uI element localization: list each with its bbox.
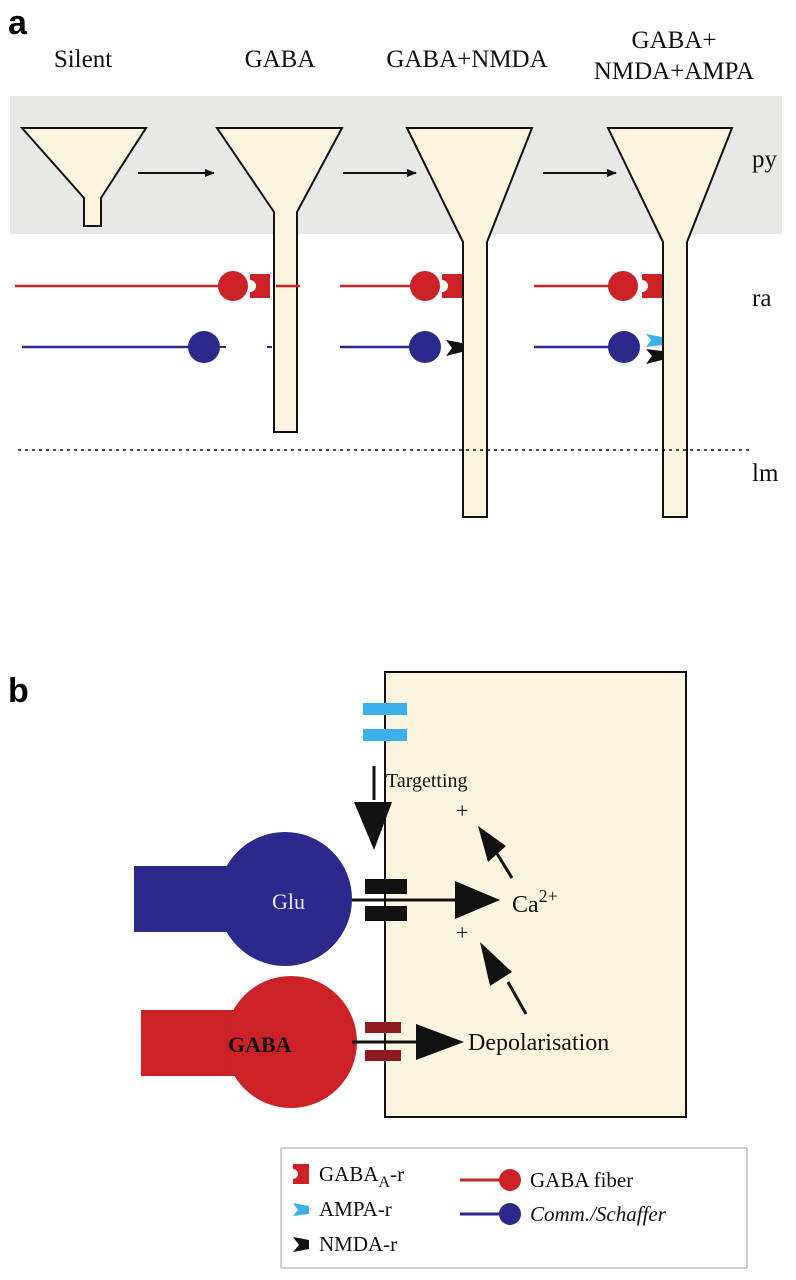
layer-label-py: py	[752, 146, 778, 173]
plus-sign-bottom: +	[456, 920, 468, 945]
gabaergic-terminal	[141, 976, 357, 1108]
legend-nmda-r: NMDA-r	[319, 1232, 397, 1256]
panel-b-label: b	[8, 672, 29, 710]
legend-comm-schaffer: Comm./Schaffer	[530, 1202, 667, 1226]
schaffer-fiber-stage3	[340, 331, 441, 363]
nmda-receptor-icon-stage4	[646, 349, 662, 364]
calcium-feedback-arrow-head	[478, 826, 506, 862]
depolarisation-label: Depolarisation	[468, 1030, 609, 1056]
schaffer-fiber-stage2	[22, 331, 272, 363]
glu-label: Glu	[272, 889, 305, 914]
nmda-receptor-legend-icon	[293, 1237, 309, 1252]
stage-label-silent: Silent	[54, 46, 112, 73]
legend-ampa-r: AMPA-r	[319, 1197, 392, 1221]
gaba-fiber-stage2	[15, 271, 300, 301]
stage-label-gaba-nmda-ampa-line2: NMDA+AMPA	[594, 58, 754, 85]
plus-sign-top: +	[456, 798, 468, 823]
gaba-fiber-stage4	[534, 271, 638, 301]
legend-gaba-a-r: GABAA-r	[319, 1162, 404, 1191]
glutamatergic-terminal	[134, 832, 352, 966]
neuron-gaba-nmda-ampa	[606, 127, 734, 518]
layer-label-ra: ra	[752, 285, 771, 312]
targetting-arrow-head	[354, 802, 392, 850]
depolarisation-arrow-head	[480, 942, 512, 986]
legend-gaba-fiber: GABA fiber	[530, 1168, 633, 1192]
gaba-fiber-legend-icon	[460, 1169, 521, 1191]
nmda-receptor-icon-stage3	[446, 340, 462, 356]
gaba-channel-icon-bottom	[365, 1050, 401, 1061]
schaffer-fiber-legend-icon	[460, 1203, 521, 1225]
ampa-receptor-icon-top	[363, 703, 407, 715]
neuron-gaba-nmda	[405, 127, 534, 518]
calcium-influx-arrow-head	[455, 881, 500, 919]
ampa-receptor-icon-bottom	[363, 729, 407, 741]
gaba-a-receptor-icon-stage3	[442, 274, 462, 298]
neuron-silent	[19, 127, 148, 227]
calcium-feedback-arrow-shaft	[494, 851, 514, 879]
layer-label-lm: lm	[752, 460, 779, 487]
gaba-a-receptor-icon-stage4	[642, 274, 662, 298]
calcium-label: Ca2+	[512, 886, 558, 918]
gaba-a-receptor-legend-icon	[293, 1164, 309, 1184]
panel-a-label: a	[8, 4, 28, 42]
gaba-a-receptor-icon-stage2	[250, 274, 270, 298]
neuron-gaba	[215, 127, 344, 433]
nmda-channel-icon-top	[365, 879, 407, 894]
depolarisation-arrow-shaft	[506, 981, 528, 1015]
nmda-channel-icon-bottom	[365, 906, 407, 921]
gaba-channel-icon-top	[365, 1022, 401, 1033]
stage-label-gaba: GABA	[245, 46, 316, 73]
gaba-terminal-label: GABA	[228, 1032, 292, 1057]
chloride-efflux-arrow-head	[416, 1024, 464, 1060]
schaffer-fiber-stage4	[534, 331, 640, 363]
stage-label-gaba-nmda-ampa-line1: GABA+	[632, 27, 717, 54]
ampa-receptor-legend-icon	[293, 1203, 309, 1216]
targetting-label: Targetting	[386, 770, 468, 792]
stage-label-gaba-nmda: GABA+NMDA	[386, 46, 547, 73]
gaba-fiber-stage3	[340, 271, 440, 301]
ampa-receptor-icon-stage4	[646, 334, 662, 347]
